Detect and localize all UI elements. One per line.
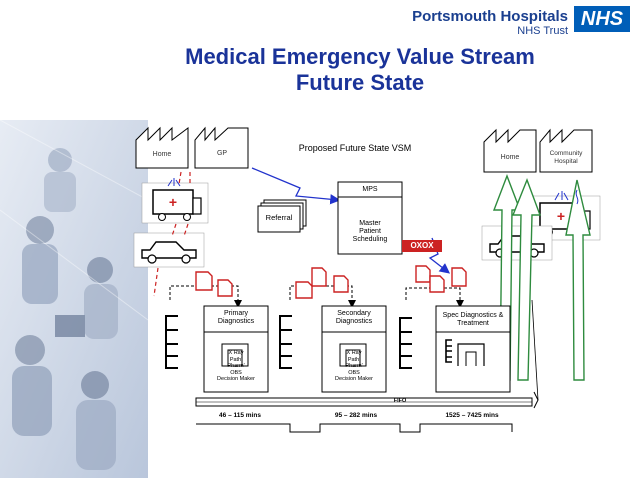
inventory-store-icons <box>165 315 412 369</box>
info-line: Path' <box>229 356 243 363</box>
mps-title: MPS <box>362 186 378 193</box>
info-line: Decision Maker <box>217 376 255 382</box>
oxox-box <box>402 240 442 252</box>
kanban-signal-icons <box>195 265 467 299</box>
referral-label: Referral <box>265 213 293 222</box>
process-info-mini-icons <box>227 349 361 366</box>
process-primary-info: X Ray Path' Pharm' OBS Decision Maker <box>204 350 268 383</box>
timeline-spec: 1525 – 7425 mins <box>445 412 499 419</box>
inbound-arrows <box>153 171 191 297</box>
mps-body-line: Master <box>359 220 381 227</box>
info-line: Path' <box>347 356 361 363</box>
process-spec-box <box>435 305 511 393</box>
process-secondary-info: X Ray Path' Pharm' OBS Decision Maker <box>322 350 386 383</box>
svg-text:+: + <box>169 194 177 210</box>
supplier-gp-icon <box>194 126 249 169</box>
info-line: OBS <box>230 369 242 376</box>
page-title: Medical Emergency Value Stream Future St… <box>150 44 570 96</box>
mps-body-line: Scheduling <box>352 236 388 243</box>
timeline-secondary: 95 – 282 mins <box>334 412 378 419</box>
title-line-1: Medical Emergency Value Stream <box>185 44 535 69</box>
supplier-home-icon <box>135 126 189 169</box>
process-primary-title: Primary Diagnostics <box>204 310 268 326</box>
info-line: Decision Maker <box>335 376 373 382</box>
customer-home-label: Home <box>500 154 520 161</box>
fifo-label: FIFO <box>393 398 407 404</box>
org-subtitle: NHS Trust <box>517 25 568 37</box>
supplier-home-label: Home <box>152 151 172 158</box>
timeline-ladder <box>196 423 513 433</box>
ambulance-left-icon: + <box>141 178 209 224</box>
info-line: X Ray <box>228 350 244 356</box>
supplier-gp-label: GP <box>216 150 228 157</box>
process-title-line: Secondary <box>337 310 371 317</box>
mps-body: Master Patient Scheduling <box>338 220 402 244</box>
info-line: OBS <box>348 369 360 376</box>
oxox-label: OXOX <box>410 241 434 250</box>
process-title-line: Treatment <box>457 320 489 327</box>
svg-text:+: + <box>557 208 565 224</box>
info-line: Pharm' <box>345 363 363 369</box>
info-line: X Ray <box>346 350 362 356</box>
process-title-line: Diagnostics <box>217 318 255 325</box>
nhs-logo: NHS <box>574 6 630 32</box>
mps-box <box>337 181 403 255</box>
title-line-2: Future State <box>295 70 425 95</box>
process-title-line: Spec Diagnostics & <box>442 312 504 319</box>
process-title-line: Diagnostics <box>335 318 373 325</box>
timeline-primary: 46 – 115 mins <box>219 412 261 419</box>
referral-documents <box>257 199 307 233</box>
car-left-icon <box>133 232 205 268</box>
kanban-loops <box>169 285 464 308</box>
org-header: Portsmouth Hospitals NHS Trust <box>412 8 568 38</box>
process-spec-title: Spec Diagnostics & Treatment <box>436 312 510 328</box>
info-line: Pharm' <box>227 363 245 369</box>
process-title-line: Primary <box>223 310 249 317</box>
diagram-caption-text: Proposed Future State VSM <box>298 143 412 153</box>
customer-community-hospital-label: Community Hospital <box>549 150 583 165</box>
customer-home-icon <box>483 128 537 173</box>
staff-photo-montage <box>0 120 148 478</box>
customer-community-hospital-icon <box>539 128 593 173</box>
car-right-icon <box>481 225 553 261</box>
org-name: Portsmouth Hospitals <box>412 8 568 25</box>
process-secondary-title: Secondary Diagnostics <box>322 310 386 326</box>
fifo-bar <box>195 299 539 409</box>
mps-body-line: Patient <box>359 228 381 235</box>
